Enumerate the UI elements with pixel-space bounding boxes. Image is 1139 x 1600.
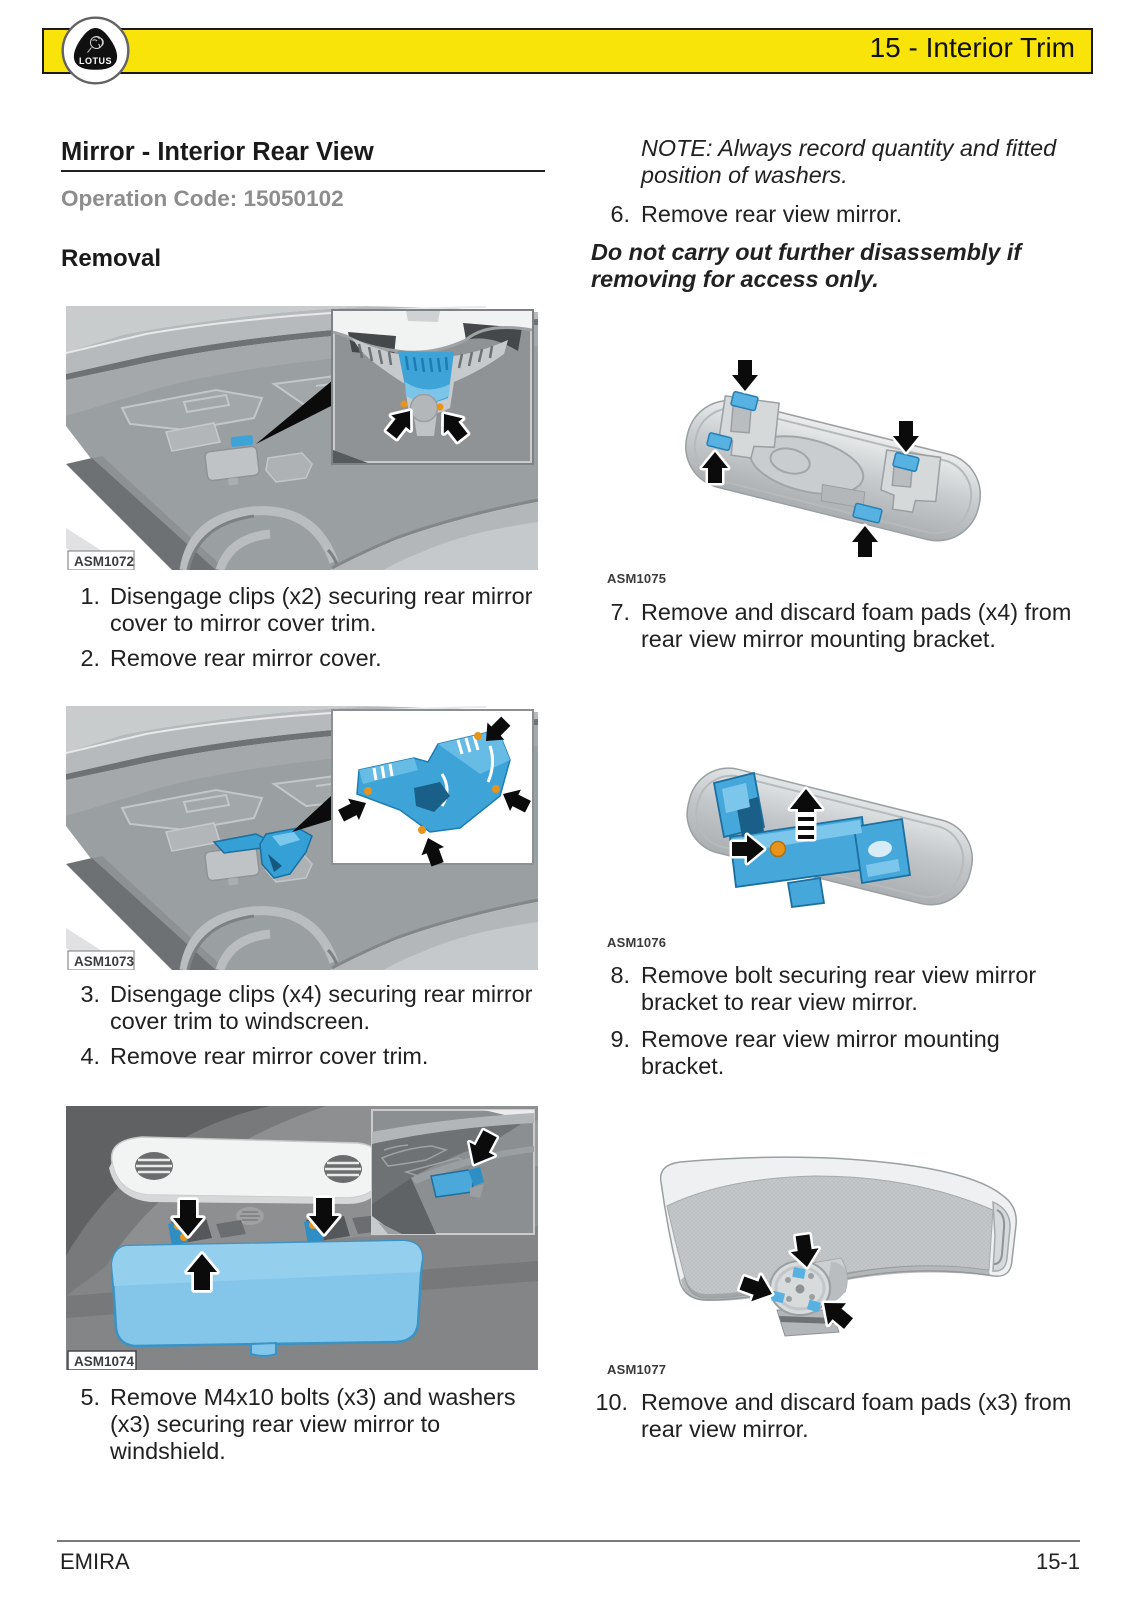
svg-text:LOTUS: LOTUS bbox=[79, 56, 112, 66]
svg-text:ASM1074: ASM1074 bbox=[74, 1354, 135, 1369]
svg-text:ASM1072: ASM1072 bbox=[74, 554, 134, 569]
svg-text:ASM1073: ASM1073 bbox=[74, 954, 135, 969]
